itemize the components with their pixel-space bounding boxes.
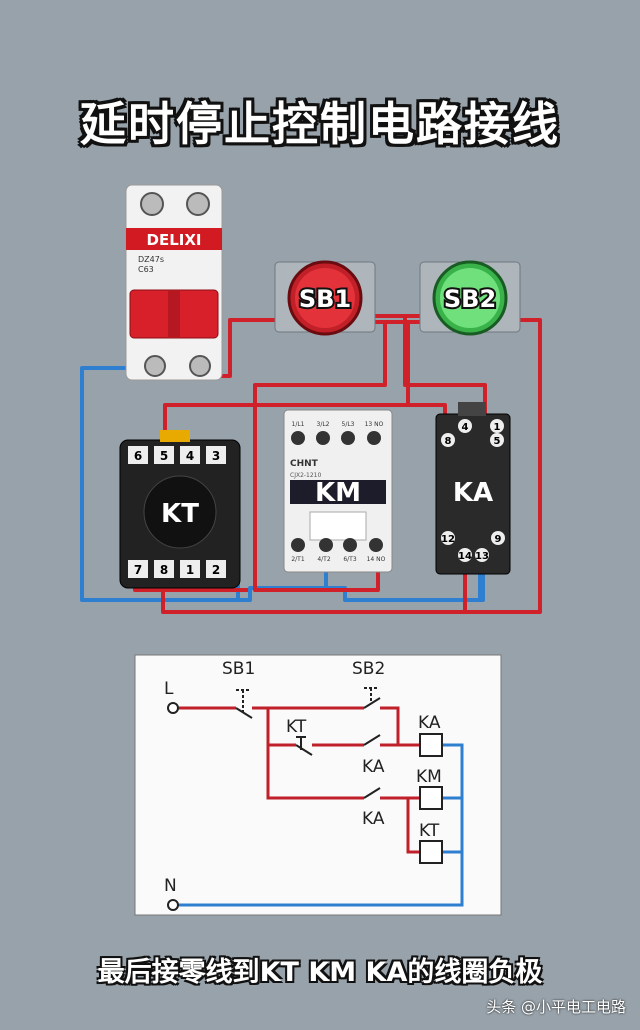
km-terminal-3: 3/L2 (317, 421, 330, 428)
ka-terminal-13: 13 (475, 551, 489, 562)
sch-label-l: L (164, 679, 174, 699)
sch-label-sb2: SB2 (352, 659, 385, 679)
watermark: 头条 @小平电工电路 (486, 998, 626, 1016)
km-model: CJX2-1210 (290, 472, 322, 479)
relay-ka: 8 4 1 5 12 14 13 9 KA (435, 402, 511, 575)
kt-label: KT (161, 499, 199, 529)
sch-label-coil-km: KM (416, 767, 442, 787)
kt-terminal-1: 1 (186, 563, 194, 577)
km-terminal-2: 2/T1 (291, 556, 305, 563)
breaker-bottom-screw-left (144, 355, 166, 377)
sch-label-coil-ka: KA (418, 713, 441, 733)
kt-terminal-7: 7 (134, 563, 142, 577)
kt-terminal-4: 4 (186, 449, 194, 463)
km-terminal-13: 13 NO (365, 421, 384, 428)
km-terminal-14: 14 NO (367, 556, 386, 563)
kt-terminal-6: 6 (134, 449, 142, 463)
kt-top-terminals: 6 5 4 3 (128, 446, 226, 464)
sch-coil-kt (419, 840, 443, 864)
ka-terminal-4: 4 (462, 422, 469, 433)
ka-label: KA (453, 478, 493, 508)
ka-terminal-9: 9 (495, 534, 502, 545)
breaker-brand: DELIXI (147, 231, 202, 249)
push-button-sb1[interactable]: SB1 (274, 260, 376, 336)
sch-label-ka-contact-1: KA (362, 757, 385, 777)
breaker-model: DZ47s (138, 255, 164, 264)
km-bottom-terminals: 2/T1 4/T2 6/T3 14 NO (291, 538, 386, 563)
ka-terminal-8: 8 (445, 436, 452, 447)
sch-label-sb1: SB1 (222, 659, 255, 679)
breaker-rating: C63 (138, 265, 154, 274)
sch-label-coil-kt: KT (419, 821, 440, 841)
kt-terminal-5: 5 (160, 449, 168, 463)
km-top-terminals: 1/L1 3/L2 5/L3 13 NO (291, 421, 384, 445)
contactor-km: 1/L1 3/L2 5/L3 13 NO CHNT CJX2-1210 KM 2… (283, 409, 393, 573)
time-relay-kt: 6 5 4 3 KT 7 8 1 2 (119, 430, 241, 589)
sch-label-ka-contact-2: KA (362, 809, 385, 829)
live-wire-sb1-out (253, 322, 387, 592)
ka-terminal-5: 5 (494, 436, 501, 447)
ka-terminal-14: 14 (458, 551, 472, 562)
breaker-top-screw-right (186, 192, 210, 216)
schematic-panel: L N SB1 SB2 KT KA KA KA KM KT (134, 654, 502, 916)
sch-label-kt-contact: KT (286, 717, 307, 737)
km-terminal-1: 1/L1 (292, 421, 305, 428)
sb1-label: SB1 (299, 285, 351, 313)
kt-bottom-terminals: 7 8 1 2 (128, 560, 226, 578)
sch-terminal-l (167, 702, 179, 714)
breaker-top-screw-left (140, 192, 164, 216)
km-terminal-6: 6/T3 (343, 556, 357, 563)
kt-terminal-8: 8 (160, 563, 168, 577)
km-label: KM (315, 478, 361, 508)
kt-terminal-2: 2 (212, 563, 220, 577)
live-wire-sb2-out (463, 318, 542, 614)
sch-coil-km (419, 786, 443, 810)
ka-terminal-1: 1 (494, 422, 501, 433)
km-terminal-5: 5/L3 (342, 421, 355, 428)
neutral-wire-main (80, 366, 485, 602)
sb2-label: SB2 (444, 285, 496, 313)
push-button-sb2[interactable]: SB2 (419, 260, 521, 336)
sch-terminal-n (167, 899, 179, 911)
bottom-caption: 最后接零线到KT KM KA的线圈负极 (97, 957, 543, 988)
km-terminal-4: 4/T2 (317, 556, 331, 563)
sch-coil-ka (419, 733, 443, 757)
sch-neutral-rail (178, 743, 464, 907)
km-brand: CHNT (290, 459, 319, 469)
kt-terminal-3: 3 (212, 449, 220, 463)
ka-terminals: 8 4 1 5 12 14 13 9 (441, 419, 505, 562)
sch-label-n: N (164, 876, 177, 896)
ka-terminal-12: 12 (441, 534, 455, 545)
page-title: 延时停止控制电路接线 (80, 97, 560, 151)
circuit-breaker: DELIXI DZ47s C63 (125, 184, 223, 381)
breaker-bottom-screw-right (189, 355, 211, 377)
